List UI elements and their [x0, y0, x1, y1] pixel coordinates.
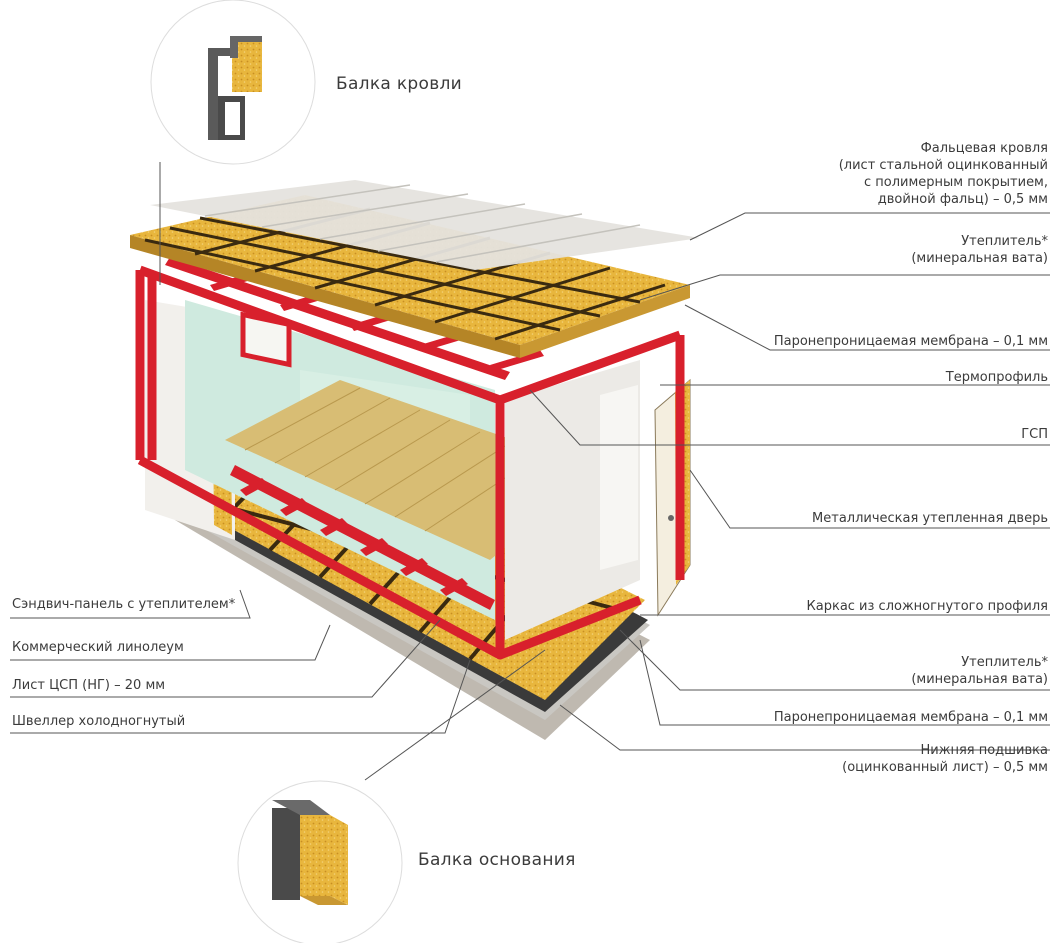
- window: [240, 311, 292, 368]
- end-door-opening: [600, 385, 638, 570]
- label-channel: Швеллер холодногнутый: [12, 714, 186, 729]
- floor-joists: [230, 465, 495, 610]
- label-roof-insulation: Утеплитель* (минеральная вата): [911, 234, 1048, 266]
- label-floor-insulation: Утеплитель* (минеральная вата): [911, 655, 1048, 687]
- label-roof-membrane: Паронепроницаемая мембрана – 0,1 мм: [773, 334, 1048, 349]
- roof-sheet: [150, 180, 700, 270]
- roof-beam-label: Балка кровли: [336, 74, 463, 94]
- label-sandwich-panel: Сэндвич-панель с утеплителем*: [12, 597, 236, 612]
- label-floor-membrane: Паронепроницаемая мембрана – 0,1 мм: [773, 710, 1048, 725]
- base-beam-label: Балка основания: [418, 850, 576, 870]
- roof-insulation-side: [130, 235, 520, 358]
- label-bottom-sheet: Нижняя подшивка (оцинкованный лист) – 0,…: [842, 743, 1048, 775]
- label-frame: Каркас из сложногнутого профиля: [806, 599, 1048, 614]
- door-handle-icon: [668, 515, 674, 521]
- label-metal-door: Металлическая утепленная дверь: [812, 511, 1048, 526]
- floor-board-lines: [244, 387, 541, 532]
- base-beam-icon: [272, 800, 348, 905]
- roof-insulation-front: [520, 285, 690, 358]
- label-thermoprofile: Термопрофиль: [945, 370, 1048, 385]
- label-linoleum: Коммерческий линолеум: [12, 640, 184, 655]
- roof-sheet-seams: [204, 184, 641, 263]
- roof-beam-icon: [208, 36, 262, 140]
- label-csp-sheet: Лист ЦСП (НГ) – 20 мм: [12, 678, 166, 693]
- leader-lines: [10, 162, 1050, 781]
- label-gsp: ГСП: [1021, 427, 1048, 442]
- label-roof-seam: Фальцевая кровля (лист стальной оцинкова…: [838, 141, 1048, 207]
- frame: [135, 265, 685, 660]
